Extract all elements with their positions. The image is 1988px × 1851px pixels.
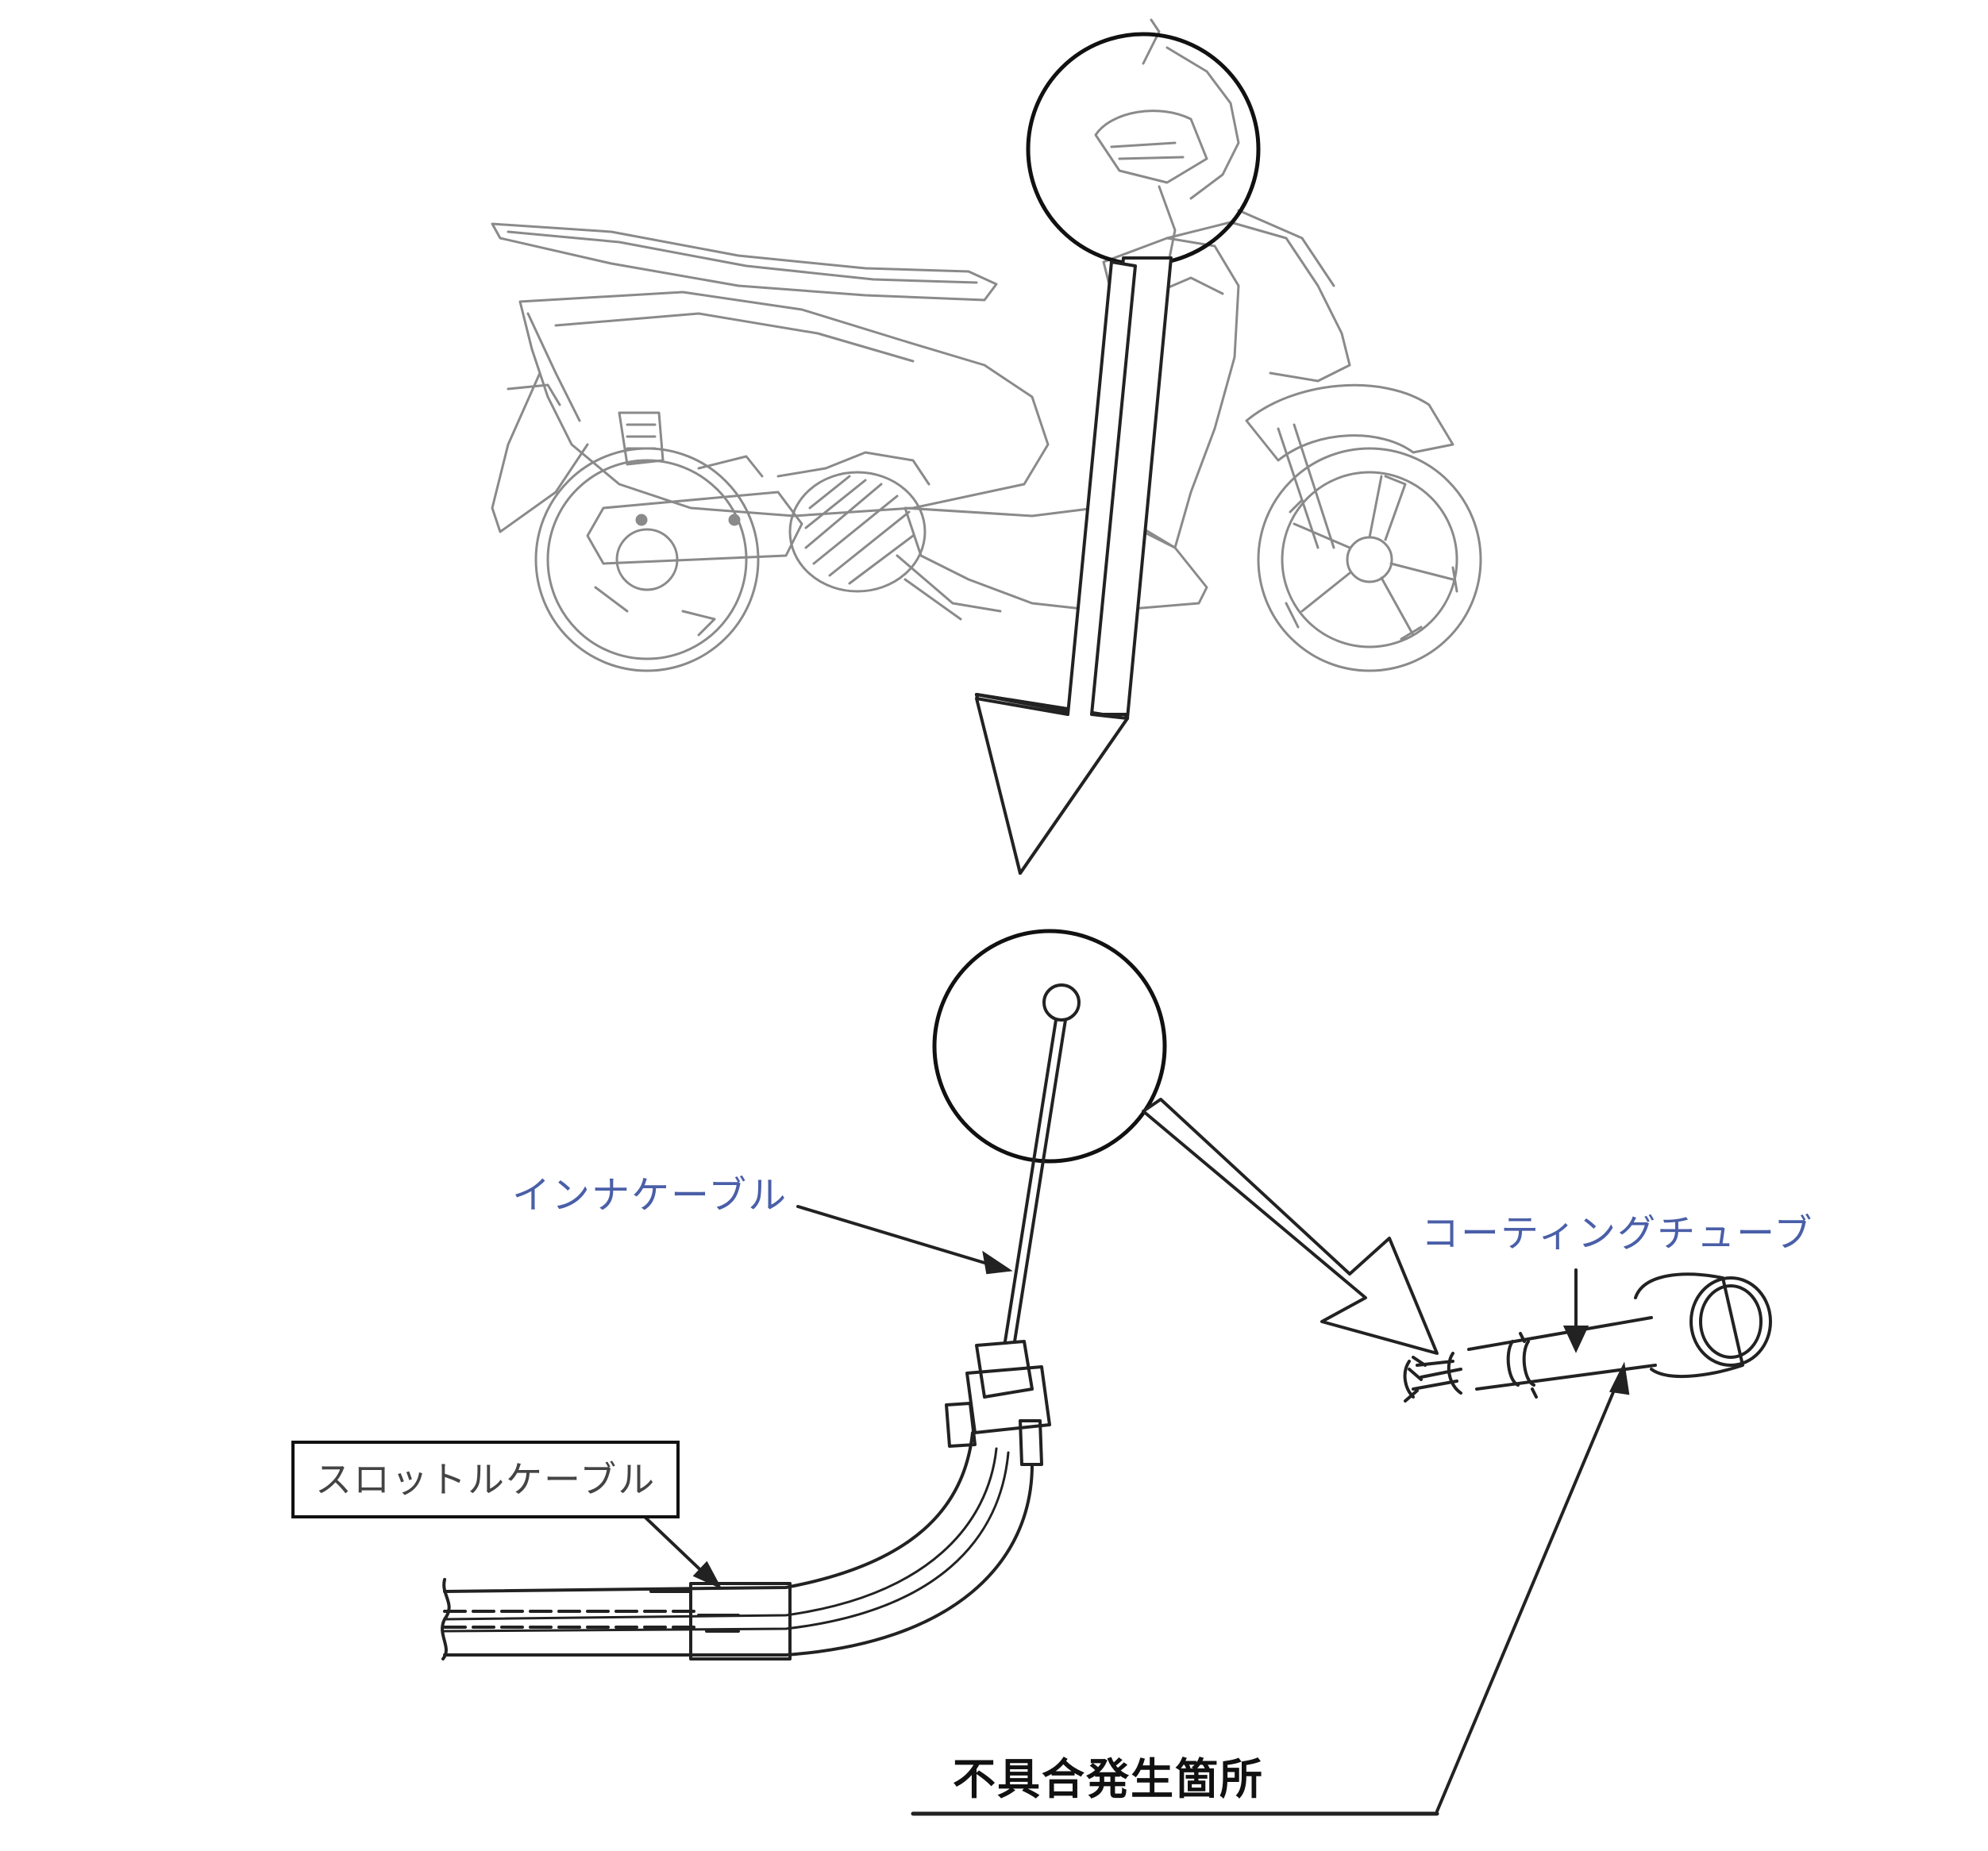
- coating-tube-detail: [1403, 1272, 1772, 1403]
- zoom-arrow-right: [1142, 1098, 1439, 1355]
- scooter-front-fender: [1245, 383, 1454, 462]
- scooter-rear-body: [518, 291, 1050, 518]
- scooter-illustration: [491, 18, 1482, 672]
- magnifier-circle-cable-end: [932, 929, 1167, 1164]
- scooter-engine: [586, 411, 1002, 637]
- cable-joint: [689, 1582, 792, 1661]
- label-inner-cable: インナケーブル: [512, 1173, 788, 1218]
- scooter-rear-fender: [491, 371, 589, 533]
- frayed-wire-end: [1404, 1356, 1462, 1403]
- leader-defect-location: [1435, 1376, 1621, 1813]
- label-defect-location: 不具合発生箇所: [953, 1754, 1264, 1804]
- magnifier-circle-handlebar: [1026, 32, 1261, 267]
- scooter-seat: [491, 222, 998, 302]
- inner-cable-wire: [1004, 1018, 1067, 1343]
- leader-inner-cable: [796, 1205, 1010, 1272]
- label-coating-tube: コーティングチューブ: [1421, 1211, 1814, 1256]
- scooter-floorboard: [903, 506, 1208, 613]
- coating-tube-body: [1467, 1316, 1657, 1391]
- cable-ferrule: [975, 1340, 1034, 1399]
- label-throttle-cable: スロットルケーブル: [291, 1441, 680, 1518]
- scooter-rear-wheel: [534, 447, 760, 672]
- cable-outer-sheath: [443, 1431, 974, 1593]
- scooter-front-wheel: [1257, 447, 1482, 672]
- zoom-arrow-down-outline: [975, 260, 1137, 875]
- throttle-cable-detail: [441, 983, 1081, 1661]
- leader-lines: [626, 1205, 1630, 1816]
- cable-ball-end: [1042, 983, 1081, 1022]
